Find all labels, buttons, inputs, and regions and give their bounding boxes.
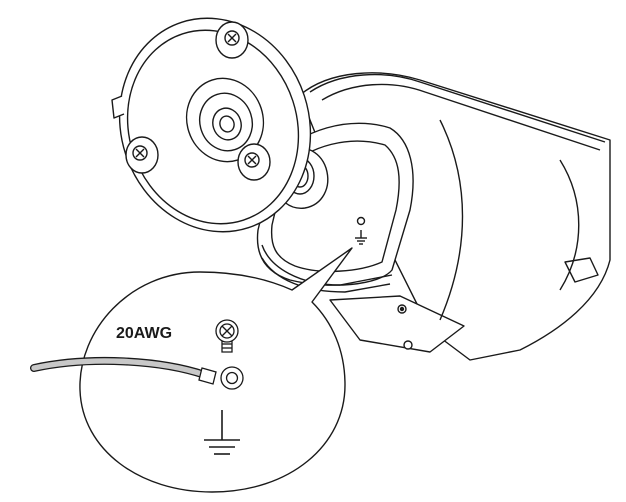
bracket-screw-left bbox=[125, 136, 159, 174]
wire-gauge-label: 20AWG bbox=[116, 325, 172, 342]
ground-symbol-icon bbox=[204, 410, 240, 455]
screw-icon bbox=[215, 319, 239, 353]
ground-wire-icon bbox=[30, 356, 217, 385]
callout-bubble bbox=[79, 247, 353, 493]
ring-terminal-icon bbox=[220, 366, 244, 390]
wall-mount-bracket-icon bbox=[111, 17, 312, 233]
bracket-screw-top bbox=[215, 21, 249, 59]
bracket-screw-right bbox=[237, 143, 271, 181]
